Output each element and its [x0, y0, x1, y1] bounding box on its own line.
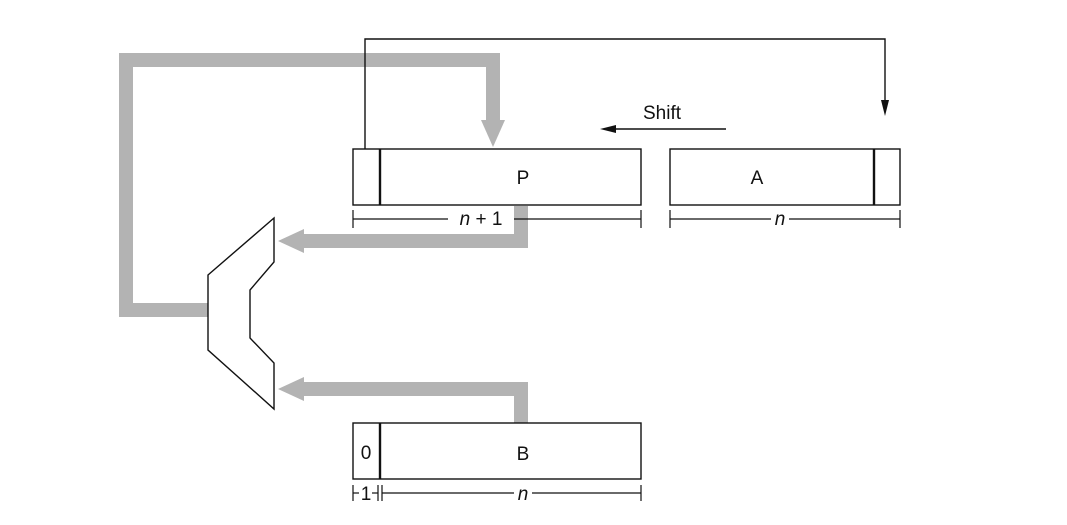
p-to-a-feedback [364, 38, 886, 149]
dimension-p-label: n + 1 [460, 209, 503, 230]
register-b-label: B [517, 444, 530, 465]
dimension-a [669, 210, 901, 228]
alu-to-p-path [119, 53, 500, 317]
p-to-alu-arrowhead [278, 229, 304, 253]
register-a-box [669, 148, 901, 206]
register-b: 0 B [352, 422, 642, 480]
dimension-b-sign-label: 1 [361, 484, 372, 505]
register-p-box [352, 148, 642, 206]
alu-to-p-arrowhead [481, 120, 505, 147]
feedback-arrowhead [881, 100, 889, 116]
register-b-sign-bit: 0 [361, 443, 372, 464]
dimension-b-label: n [518, 484, 529, 505]
b-to-alu-arrowhead [278, 377, 304, 401]
shift-label: Shift [643, 103, 682, 124]
alu-adder [207, 216, 275, 411]
register-a-label: A [751, 168, 764, 189]
register-a: A [669, 148, 901, 206]
b-to-alu-path [302, 382, 528, 423]
register-p: P [352, 148, 642, 206]
dimension-b-sign [352, 485, 379, 501]
p-to-alu-path [302, 206, 528, 248]
register-b-box [352, 422, 642, 480]
dimension-b [381, 485, 642, 501]
register-p-label: P [517, 168, 530, 189]
shift-arrowhead [600, 125, 616, 133]
datapath-arrowheads [278, 120, 505, 401]
feedback-line [364, 38, 886, 149]
dimension-p [352, 210, 642, 228]
dimension-a-label: n [775, 209, 786, 230]
datapath-group [119, 53, 528, 423]
